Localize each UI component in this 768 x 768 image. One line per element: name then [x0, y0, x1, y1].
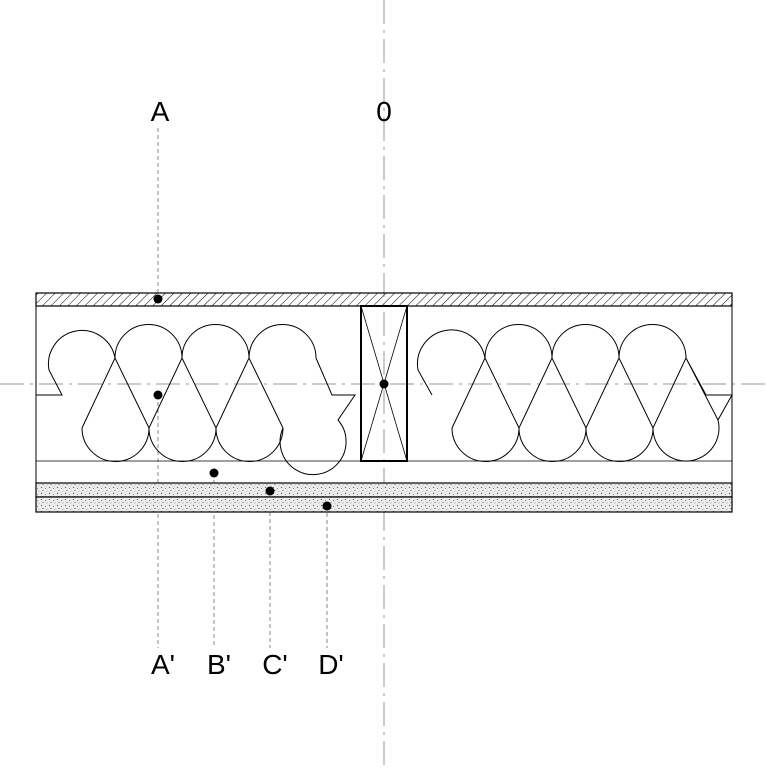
label-a: A: [151, 96, 170, 127]
gypsum-board-layer-2: [35, 496, 733, 513]
point-zero-marker: [379, 379, 389, 389]
insulation-right-bay: [416, 324, 733, 462]
point-a-marker: [153, 294, 163, 304]
point-b-prime-marker: [209, 468, 219, 478]
point-c-prime-marker: [265, 486, 275, 496]
top-sheathing-layer: [35, 292, 733, 307]
gypsum-board-layer-1: [35, 482, 733, 498]
point-a-prime-marker: [153, 390, 163, 400]
insulation-left-bay: [36, 324, 356, 476]
point-d-prime-marker: [322, 501, 332, 511]
wood-stud: [360, 305, 408, 462]
label-zero: 0: [376, 96, 392, 127]
label-a-prime: A': [151, 649, 175, 680]
label-d-prime: D': [318, 649, 344, 680]
label-b-prime: B': [207, 649, 231, 680]
label-c-prime: C': [262, 649, 288, 680]
